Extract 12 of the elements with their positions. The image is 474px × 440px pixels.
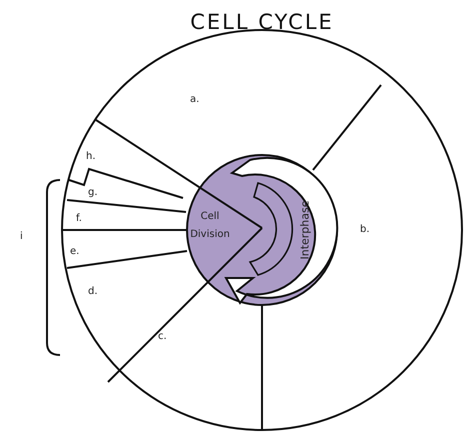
sector-label: f. — [76, 214, 82, 224]
bracket-label: i — [20, 232, 23, 242]
sector-label: e. — [70, 247, 80, 257]
phase-label: Interphase — [300, 200, 310, 260]
sector-label: h. — [86, 152, 96, 162]
sector-label: c. — [158, 332, 167, 342]
sector-label: b. — [360, 225, 370, 235]
sector-label: d. — [88, 287, 98, 297]
sector-label: a. — [190, 95, 200, 105]
title: CELL CYCLE — [190, 10, 334, 34]
phase-label: Cell Division — [189, 210, 231, 242]
sector-label: g. — [88, 188, 98, 198]
